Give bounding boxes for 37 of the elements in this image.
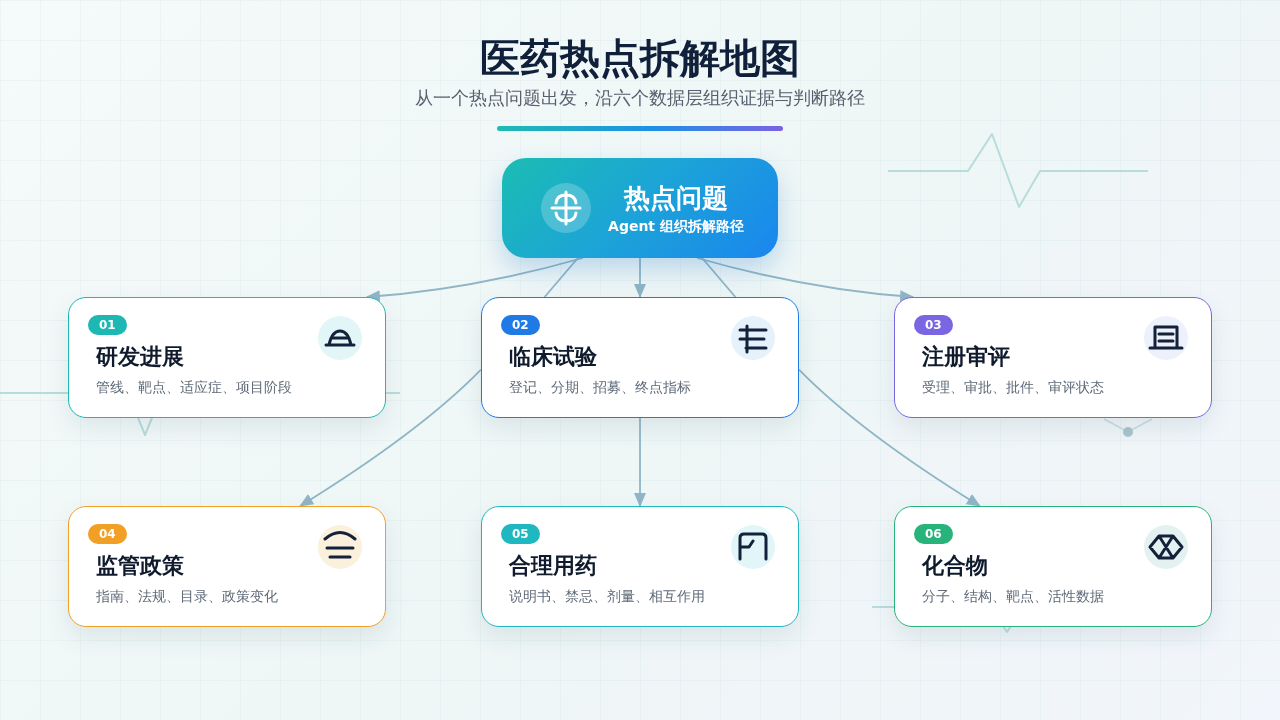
number-badge: 06	[914, 524, 953, 544]
layer-card	[68, 506, 386, 627]
card-title: 注册审评	[922, 343, 1010, 371]
layer-card	[481, 506, 799, 627]
connector-line	[701, 257, 737, 298]
connector-arrow	[365, 257, 584, 302]
topic-subtitle: Agent 组织拆解路径	[608, 216, 744, 235]
card-title: 合理用药	[509, 552, 597, 580]
connector-line	[543, 257, 579, 298]
number-badge: 04	[88, 524, 127, 544]
card-description: 登记、分期、招募、终点指标	[509, 378, 691, 397]
card-title: 研发进展	[96, 343, 184, 371]
topic-box	[502, 158, 778, 258]
card-description: 管线、靶点、适应症、项目阶段	[96, 378, 292, 397]
layer-card	[894, 506, 1212, 627]
layer-card	[68, 297, 386, 418]
card-title: 监管政策	[96, 552, 184, 580]
topic-title: 热点问题	[624, 181, 728, 214]
number-badge: 01	[88, 315, 127, 335]
number-badge: 05	[501, 524, 540, 544]
card-description: 受理、审批、批件、审评状态	[922, 378, 1104, 397]
connector-arrow	[696, 257, 915, 302]
page-title: 医药热点拆解地图	[480, 34, 800, 82]
card-title: 化合物	[922, 552, 988, 580]
card-description: 分子、结构、靶点、活性数据	[922, 587, 1104, 606]
layer-card	[481, 297, 799, 418]
card-title: 临床试验	[509, 343, 597, 371]
page-subtitle: 从一个热点问题出发，沿六个数据层组织证据与判断路径	[415, 86, 865, 110]
connector-arrow	[634, 417, 646, 507]
connector-arrow	[798, 368, 981, 507]
layer-card	[894, 297, 1212, 418]
number-badge: 03	[914, 315, 953, 335]
card-description: 指南、法规、目录、政策变化	[96, 587, 278, 606]
card-description: 说明书、禁忌、剂量、相互作用	[509, 587, 705, 606]
connector-arrow	[634, 257, 646, 298]
connector-arrow	[299, 368, 482, 507]
number-badge: 02	[501, 315, 540, 335]
